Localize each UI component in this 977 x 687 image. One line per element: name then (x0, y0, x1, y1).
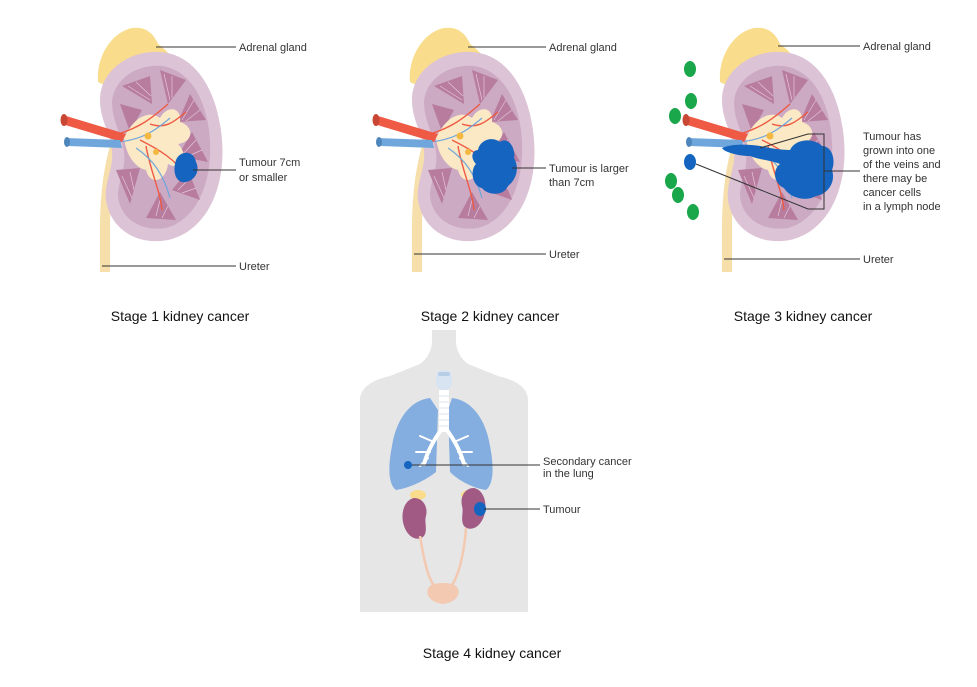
stage2-adrenal-label: Adrenal gland (549, 42, 617, 54)
stage4-body-silhouette (360, 330, 528, 612)
stage3-lymph-nodes (665, 61, 699, 220)
stage3-adrenal-label: Adrenal gland (863, 41, 931, 53)
stage1-kidney-illustration (59, 26, 224, 273)
stage3-tumour-label-line2: grown into one (863, 145, 935, 157)
stage3-ureter-label: Ureter (863, 254, 894, 266)
stage4-right-kidney (402, 498, 427, 539)
stage1-caption: Stage 1 kidney cancer (111, 308, 250, 324)
stage1-adrenal-label: Adrenal gland (239, 42, 307, 54)
stage4-right-lung (389, 398, 438, 490)
stage2-ureter-label: Ureter (549, 249, 580, 261)
stage4-left-lung (448, 398, 493, 490)
stage2-tumour-label-line1: Tumour is larger (549, 163, 629, 175)
stage4-caption: Stage 4 kidney cancer (423, 645, 562, 661)
stage4-panel: Secondary cancer in the lung Tumour Stag… (360, 330, 632, 661)
stage3-tumour (722, 140, 834, 199)
stage4-left-kidney (461, 488, 486, 529)
stage3-tumour-label-line4: there may be (863, 173, 927, 185)
stage3-panel: Adrenal gland Tumour has grown into one … (665, 26, 941, 324)
stage2-tumour (472, 139, 517, 194)
stage3-tumour-label-line5: cancer cells (863, 187, 922, 199)
stage1-tumour-label-line2: or smaller (239, 172, 288, 184)
stage3-caption: Stage 3 kidney cancer (734, 308, 873, 324)
stage3-affected-lymph-node (684, 154, 696, 170)
stage4-bladder (427, 583, 459, 604)
stage1-tumour-label-line1: Tumour 7cm (239, 157, 300, 169)
stage2-tumour-label-line2: than 7cm (549, 177, 594, 189)
stage1-tumour (174, 152, 198, 183)
stage4-kidney-tumour (474, 502, 486, 516)
stage4-lung-label-line1: Secondary cancer (543, 456, 632, 468)
stage3-tumour-label-line1: Tumour has (863, 131, 922, 143)
stage2-caption: Stage 2 kidney cancer (421, 308, 560, 324)
stage1-panel: Adrenal gland Tumour 7cm or smaller Uret… (59, 26, 307, 324)
stage4-tumour-label: Tumour (543, 504, 581, 516)
stage4-lung-label-line2: in the lung (543, 468, 594, 480)
stage3-tumour-label-line3: of the veins and (863, 159, 941, 171)
stage2-panel: Adrenal gland Tumour is larger than 7cm … (371, 26, 629, 324)
stage1-ureter-label: Ureter (239, 261, 270, 273)
stage4-lung-secondary-cancer (404, 461, 412, 469)
stage3-tumour-label-line6: in a lymph node (863, 201, 941, 213)
